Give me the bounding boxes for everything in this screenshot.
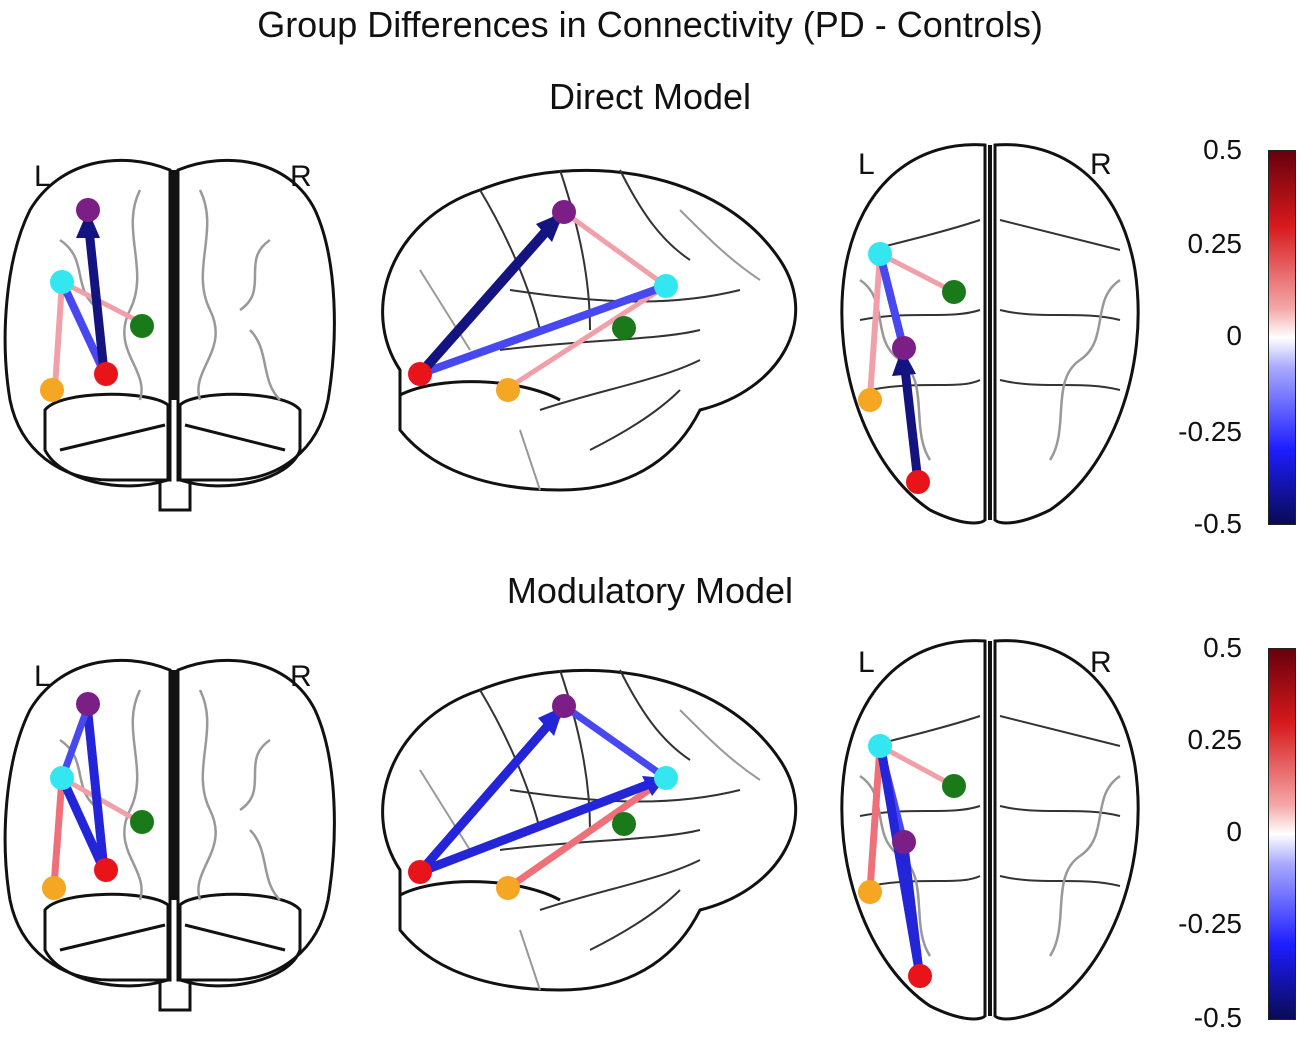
axial-connections-modulatory [858, 734, 966, 988]
colorbar-modulatory-tick-0: 0.5 [1203, 632, 1242, 663]
colorbar-direct-tick-3: -0.25 [1178, 416, 1242, 447]
colorbar-modulatory-tick-3: -0.25 [1178, 908, 1242, 939]
left-label-axial-direct: L [858, 148, 875, 181]
sagittal-connections-modulatory [408, 694, 678, 900]
left-label-coronal-modulatory: L [34, 660, 51, 693]
colorbar-modulatory-tick-2: 0 [1226, 816, 1242, 847]
right-label-axial-modulatory: R [1090, 646, 1112, 679]
sagittal-connections-direct [408, 200, 678, 402]
sagittal-brain-direct [381, 168, 798, 492]
sagittal-brain-modulatory [381, 668, 798, 992]
panel-title-modulatory: Modulatory Model [506, 570, 794, 611]
colorbar-modulatory [1268, 648, 1296, 1020]
left-label-coronal-direct: L [34, 160, 51, 193]
coronal-connections-direct [40, 198, 154, 402]
right-label-axial-direct: R [1090, 148, 1112, 181]
coronal-brain-direct [3, 158, 336, 512]
figure-title: Group Differences in Connectivity (PD - … [257, 4, 1043, 45]
colorbar-direct [1268, 150, 1296, 525]
coronal-brain-modulatory [3, 658, 336, 1012]
colorbar-direct-tick-4: -0.5 [1193, 508, 1242, 539]
colorbar-direct-tick-0: 0.5 [1203, 134, 1242, 165]
axial-brain-modulatory [840, 639, 1140, 1021]
colorbar-direct-tick-1: 0.25 [1187, 228, 1243, 259]
colorbar-modulatory-tick-4: -0.5 [1193, 1002, 1242, 1033]
panel-title-direct: Direct Model [548, 76, 752, 117]
colorbar-direct-tick-2: 0 [1226, 320, 1242, 351]
left-label-axial-modulatory: L [858, 646, 875, 679]
coronal-connections-modulatory [42, 692, 154, 900]
colorbar-modulatory-tick-1: 0.25 [1187, 724, 1243, 755]
axial-connections-direct [858, 242, 966, 494]
